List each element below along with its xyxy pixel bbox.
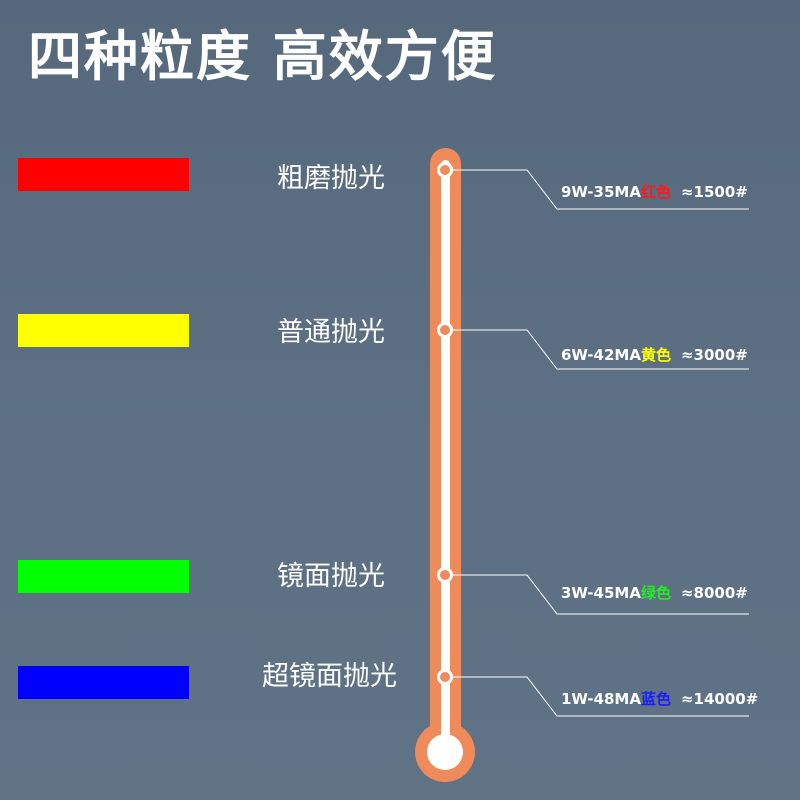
swatch-green	[18, 560, 189, 593]
spec-grit: ≈3000#	[680, 346, 748, 364]
spec-text-1: 9W-35MA红色 ≈1500#	[561, 182, 748, 202]
thermometer-inner-tube	[441, 160, 450, 750]
spec-color-name: 绿色	[640, 584, 671, 602]
level-marker-2	[437, 322, 453, 338]
spec-power: 6W-42MA	[561, 346, 641, 364]
page-title: 四种粒度 高效方便	[28, 25, 497, 88]
level-marker-3	[437, 567, 453, 583]
spec-color-name: 蓝色	[640, 690, 671, 708]
leader-line-2	[445, 329, 749, 370]
thermometer-bulb-inner	[427, 734, 463, 770]
level-label-rough: 粗磨抛光	[277, 163, 385, 194]
leader-line-3	[445, 574, 749, 615]
spec-text-4: 1W-48MA蓝色 ≈14000#	[561, 689, 758, 709]
level-marker-4	[437, 669, 453, 685]
spec-text-2: 6W-42MA黄色 ≈3000#	[561, 345, 748, 365]
leader-line-4	[445, 676, 749, 717]
level-label-super-mirror: 超镜面抛光	[262, 661, 397, 692]
level-marker-1	[437, 162, 453, 178]
spec-power: 9W-35MA	[561, 183, 641, 201]
swatch-yellow	[18, 314, 189, 347]
spec-grit: ≈14000#	[680, 690, 759, 708]
swatch-red	[18, 158, 189, 191]
spec-text-3: 3W-45MA绿色 ≈8000#	[561, 583, 748, 603]
level-label-normal: 普通抛光	[277, 317, 385, 348]
level-label-mirror: 镜面抛光	[277, 561, 385, 592]
swatch-blue	[18, 666, 189, 699]
spec-color-name: 红色	[640, 183, 671, 201]
spec-power: 3W-45MA	[561, 584, 641, 602]
spec-power: 1W-48MA	[561, 690, 641, 708]
spec-grit: ≈8000#	[680, 584, 748, 602]
spec-grit: ≈1500#	[680, 183, 748, 201]
spec-color-name: 黄色	[640, 346, 671, 364]
leader-line-1	[445, 169, 749, 210]
